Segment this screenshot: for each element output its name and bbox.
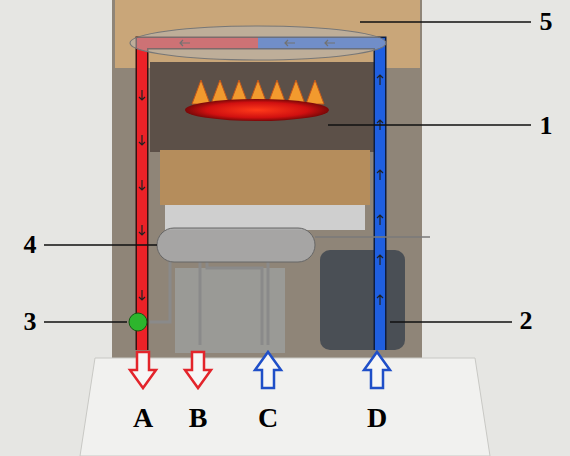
control-unit [157, 228, 315, 262]
exchanger-ellipse [130, 26, 386, 60]
control-lines [315, 236, 430, 238]
connection-letter-box: C [258, 404, 278, 432]
callout-number: 2 [520, 306, 533, 335]
outlet-arrow [130, 352, 156, 388]
flame-tongue [306, 80, 324, 104]
burner-disc [185, 99, 329, 121]
control-lines [200, 262, 268, 345]
callout-number: 5 [540, 7, 553, 36]
connection-letter: B [189, 402, 208, 433]
connection-letter: C [258, 402, 278, 433]
control-lines [150, 262, 170, 322]
pipe-outline [258, 43, 380, 350]
pump-body [320, 250, 405, 350]
flame-tongue [192, 80, 210, 104]
inlet-arrow [255, 352, 281, 388]
combustion-chamber [150, 62, 380, 152]
leader-line [44, 22, 531, 322]
cold-pipe [258, 43, 380, 350]
callout-number: 3 [24, 307, 37, 336]
connection-letter: A [133, 402, 153, 433]
boiler-interior [112, 0, 422, 360]
burner-tubes [160, 150, 370, 205]
callout-number-box: 4 [24, 232, 37, 258]
connection-letter-box: D [367, 404, 387, 432]
callout-number: 1 [540, 111, 553, 140]
inlet-arrow [364, 352, 390, 388]
burner-manifold [165, 205, 365, 230]
flow-arrows [285, 40, 383, 305]
connection-letter: D [367, 402, 387, 433]
outlet-arrow [185, 352, 211, 388]
callout-number-box: 3 [24, 309, 37, 335]
callout-number-box: 5 [540, 9, 553, 35]
callout-number-box: 2 [520, 308, 533, 334]
flame [185, 80, 329, 121]
connection-letter-box: B [189, 404, 208, 432]
callout-number: 4 [24, 230, 37, 259]
connection-letter-box: A [133, 404, 153, 432]
callout-number-box: 1 [540, 113, 553, 139]
flow-sensor [129, 313, 147, 331]
